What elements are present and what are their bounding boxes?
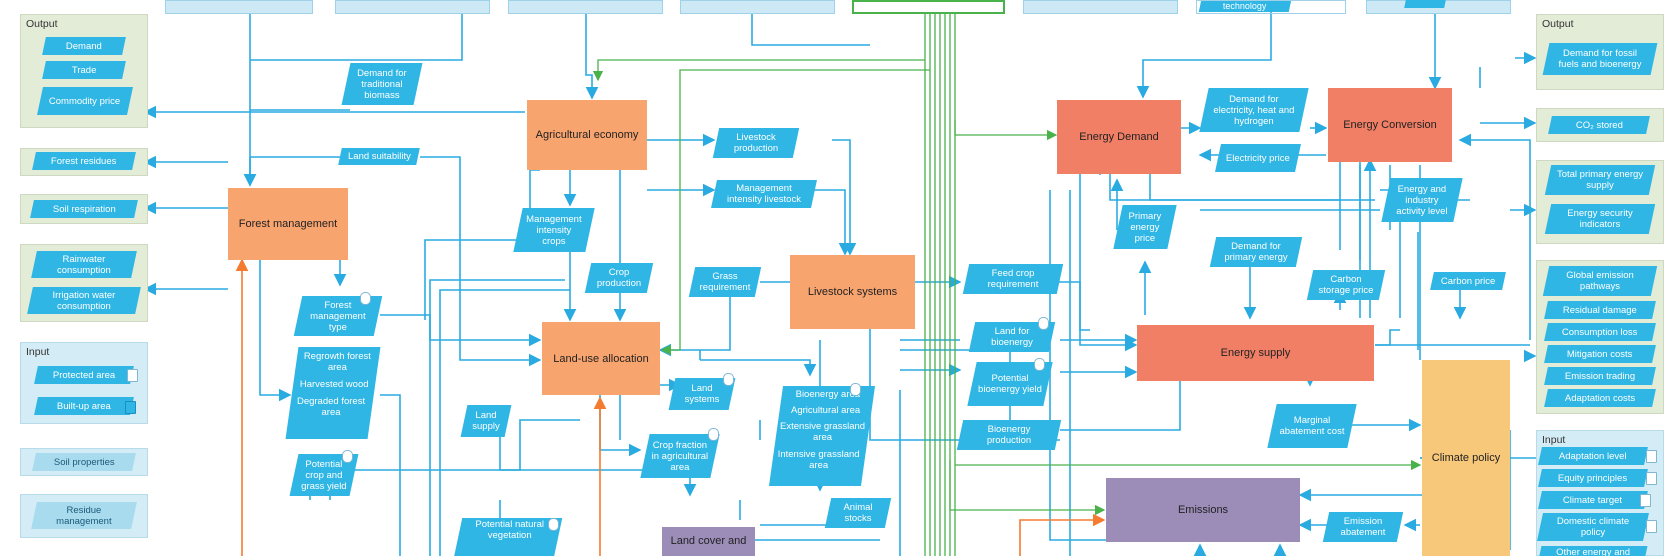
database-icon — [1038, 317, 1049, 330]
top-input-box-3 — [508, 0, 663, 14]
left-output-title: Output — [26, 18, 58, 30]
land-suitability: Land suitability — [338, 148, 420, 165]
output-demand: Demand — [42, 37, 126, 55]
database-icon — [708, 428, 719, 441]
input-built-up-area: Built-up area — [34, 397, 134, 415]
document-icon — [1646, 520, 1657, 533]
demand-traditional-biomass: Demand for traditional biomass — [341, 63, 423, 105]
forest-area-stack: Regrowth forest area Harvested wood Degr… — [285, 347, 381, 439]
database-icon — [125, 401, 136, 414]
feed-crop-requirement: Feed crop requirement — [962, 264, 1064, 294]
output-commodity-price: Commodity price — [37, 87, 133, 115]
output-demand-fossil-bioenergy: Demand for fossil fuels and bioenergy — [1542, 43, 1658, 75]
demand-electricity-heat-hydrogen: Demand for electricity, heat and hydroge… — [1199, 88, 1309, 132]
crop-production: Crop production — [584, 263, 654, 293]
climate-policy-model: Climate policy — [1422, 360, 1510, 556]
energy-industry-activity-level: Energy and industry activity level — [1381, 178, 1463, 222]
input-equity-principles: Equity principles — [1538, 469, 1648, 487]
forest-management-model: Forest management — [228, 188, 348, 260]
top-input-box-5 — [1023, 0, 1178, 14]
document-icon — [1640, 494, 1651, 507]
database-icon — [342, 450, 353, 463]
input-climate-target: Climate target — [1538, 491, 1648, 509]
top-input-box-1 — [165, 0, 313, 14]
land-area-stack: Bioenergy area Agricultural area Extensi… — [768, 386, 876, 486]
input-adaptation-level: Adaptation level — [1538, 447, 1648, 465]
output-energy-security-indicators: Energy security indicators — [1544, 204, 1656, 234]
top-input-box-2 — [335, 0, 490, 14]
carbon-storage-price: Carbon storage price — [1306, 270, 1386, 300]
primary-energy-price: Primary energy price — [1113, 205, 1177, 249]
database-icon — [850, 383, 861, 396]
agricultural-area: Agricultural area — [790, 405, 861, 416]
document-icon — [1646, 472, 1657, 485]
output-consumption-loss: Consumption loss — [1544, 323, 1656, 341]
top-central-box — [852, 0, 1005, 14]
grass-requirement: Grass requirement — [688, 267, 762, 297]
right-input-title: Input — [1542, 434, 1566, 446]
output-residual-damage: Residual damage — [1544, 301, 1656, 319]
input-protected-area: Protected area — [34, 366, 134, 384]
regrowth-forest-area: Regrowth forest area — [303, 351, 371, 373]
energy-demand-model: Energy Demand — [1057, 100, 1181, 174]
land-supply: Land supply — [460, 405, 512, 437]
bioenergy-production: Bioenergy production — [956, 420, 1062, 450]
output-global-emission-pathways: Global emission pathways — [1542, 266, 1658, 296]
energy-supply-model: Energy supply — [1137, 325, 1374, 381]
carbon-price: Carbon price — [1430, 272, 1506, 290]
left-input-title: Input — [26, 346, 50, 358]
right-output-title: Output — [1542, 18, 1574, 30]
management-intensity-crops: Management intensity crops — [513, 208, 595, 252]
emissions-model: Emissions — [1106, 478, 1300, 542]
output-mitigation-costs: Mitigation costs — [1544, 345, 1656, 363]
input-soil-properties: Soil properties — [32, 453, 136, 471]
crop-fraction: Crop fraction in agricultural area — [640, 434, 720, 478]
emission-abatement: Emission abatement — [1322, 512, 1404, 542]
database-icon — [548, 518, 559, 531]
document-icon — [127, 369, 138, 382]
management-intensity-livestock: Management intensity livestock — [711, 180, 817, 208]
input-other-energy: Other energy and — [1538, 546, 1648, 556]
output-rainwater: Rainwater consumption — [31, 251, 137, 278]
livestock-systems-model: Livestock systems — [790, 255, 915, 329]
marginal-abatement-cost: Marginal abatement cost — [1267, 404, 1357, 448]
output-irrigation: Irrigation water consumption — [27, 287, 141, 314]
demand-primary-energy: Demand for primary energy — [1209, 237, 1303, 267]
output-forest-residues: Forest residues — [32, 152, 136, 170]
agricultural-economy-model: Agricultural economy — [527, 100, 647, 170]
intensive-grassland-area: Intensive grassland area — [777, 449, 860, 471]
potential-natural-vegetation: Potential natural vegetation — [453, 518, 563, 556]
input-domestic-climate-policy: Domestic climate policy — [1537, 513, 1649, 541]
land-cover-model: Land cover and — [662, 527, 755, 556]
degraded-forest-area: Degraded forest area — [296, 396, 366, 418]
livestock-production: Livestock production — [712, 128, 800, 158]
output-total-primary-energy-supply: Total primary energy supply — [1544, 165, 1656, 195]
output-adaptation-costs: Adaptation costs — [1544, 389, 1656, 407]
top-flow-stub — [1404, 0, 1446, 8]
harvested-wood: Harvested wood — [299, 379, 369, 390]
output-co2-stored: CO₂ stored — [1548, 116, 1650, 134]
extensive-grassland-area: Extensive grassland area — [780, 421, 866, 443]
animal-stocks: Animal stocks — [824, 498, 892, 528]
database-icon — [360, 292, 371, 305]
top-input-box-6 — [1196, 0, 1346, 14]
document-icon — [1646, 450, 1657, 463]
output-trade: Trade — [42, 61, 126, 79]
output-soil-respiration: Soil respiration — [30, 200, 138, 218]
top-input-box-4 — [680, 0, 835, 14]
database-icon — [1034, 358, 1045, 371]
land-use-allocation-model: Land-use allocation — [542, 322, 660, 395]
database-icon — [723, 373, 734, 386]
electricity-price: Electricity price — [1215, 144, 1301, 172]
output-emission-trading: Emission trading — [1544, 367, 1656, 385]
input-residue-management: Residue management — [31, 502, 137, 529]
energy-conversion-model: Energy Conversion — [1328, 88, 1452, 162]
